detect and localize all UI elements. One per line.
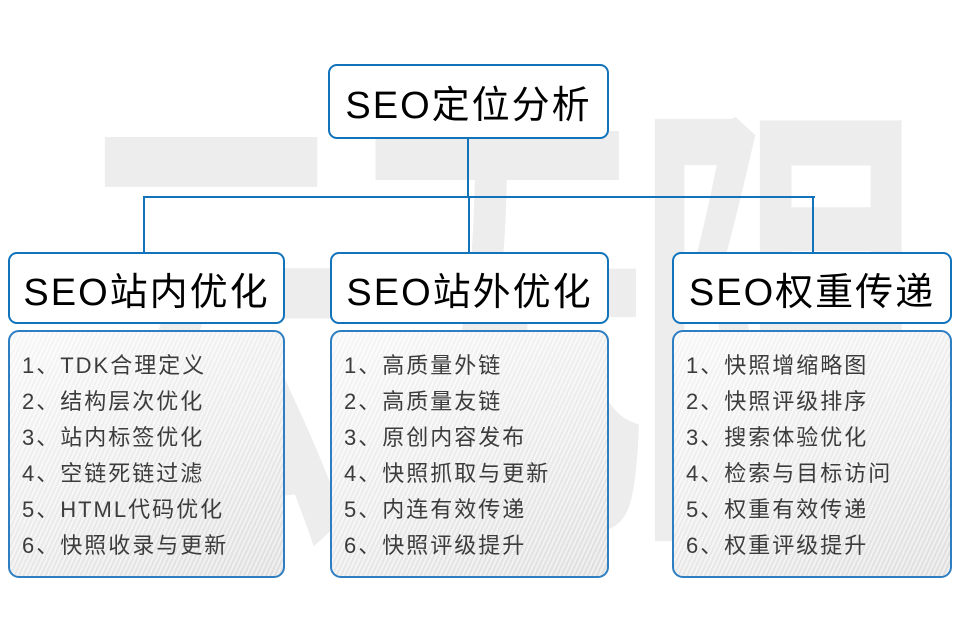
- list-item: 4、空链死链过滤: [22, 461, 205, 486]
- list-item: 3、原创内容发布: [344, 425, 527, 450]
- connector-root-stem: [467, 138, 469, 198]
- list-item: 6、快照评级提升: [344, 533, 527, 558]
- list-item: 5、权重有效传递: [686, 497, 869, 522]
- list-item: 4、检索与目标访问: [686, 461, 893, 486]
- column-list-weight-transfer: 1、快照增缩略图 2、快照评级排序 3、搜索体验优化 4、检索与目标访问 5、权重有效传…: [672, 330, 952, 578]
- connector-drop-center: [468, 197, 470, 254]
- list-item: 5、内连有效传递: [344, 497, 527, 522]
- column-list-onsite-optimization: 1、TDK合理定义 2、结构层次优化 3、站内标签优化 4、空链死链过滤 5、HTML代…: [8, 330, 285, 578]
- root-node-seo-positioning: SEO定位分析: [328, 64, 609, 139]
- list-item: 2、结构层次优化: [22, 389, 205, 414]
- connector-drop-left: [143, 197, 145, 254]
- list-item: 6、权重评级提升: [686, 533, 869, 558]
- list-item: 3、站内标签优化: [22, 425, 205, 450]
- list-item: 1、TDK合理定义: [22, 353, 207, 378]
- list-item: 1、高质量外链: [344, 353, 503, 378]
- list-item: 3、搜索体验优化: [686, 425, 869, 450]
- list-item: 1、快照增缩略图: [686, 353, 869, 378]
- list-item: 2、快照评级排序: [686, 389, 869, 414]
- column-header-offsite-optimization: SEO站外优化: [330, 252, 609, 324]
- column-header-weight-transfer: SEO权重传递: [672, 252, 952, 324]
- column-list-offsite-optimization: 1、高质量外链 2、高质量友链 3、原创内容发布 4、快照抓取与更新 5、内连有效传递 6…: [330, 330, 609, 578]
- connector-horizontal-rail: [143, 196, 815, 198]
- list-item: 4、快照抓取与更新: [344, 461, 551, 486]
- list-item: 6、快照收录与更新: [22, 533, 229, 558]
- list-item: 5、HTML代码优化: [22, 497, 225, 522]
- connector-drop-right: [812, 197, 814, 254]
- list-item: 2、高质量友链: [344, 389, 503, 414]
- column-header-onsite-optimization: SEO站内优化: [8, 252, 285, 324]
